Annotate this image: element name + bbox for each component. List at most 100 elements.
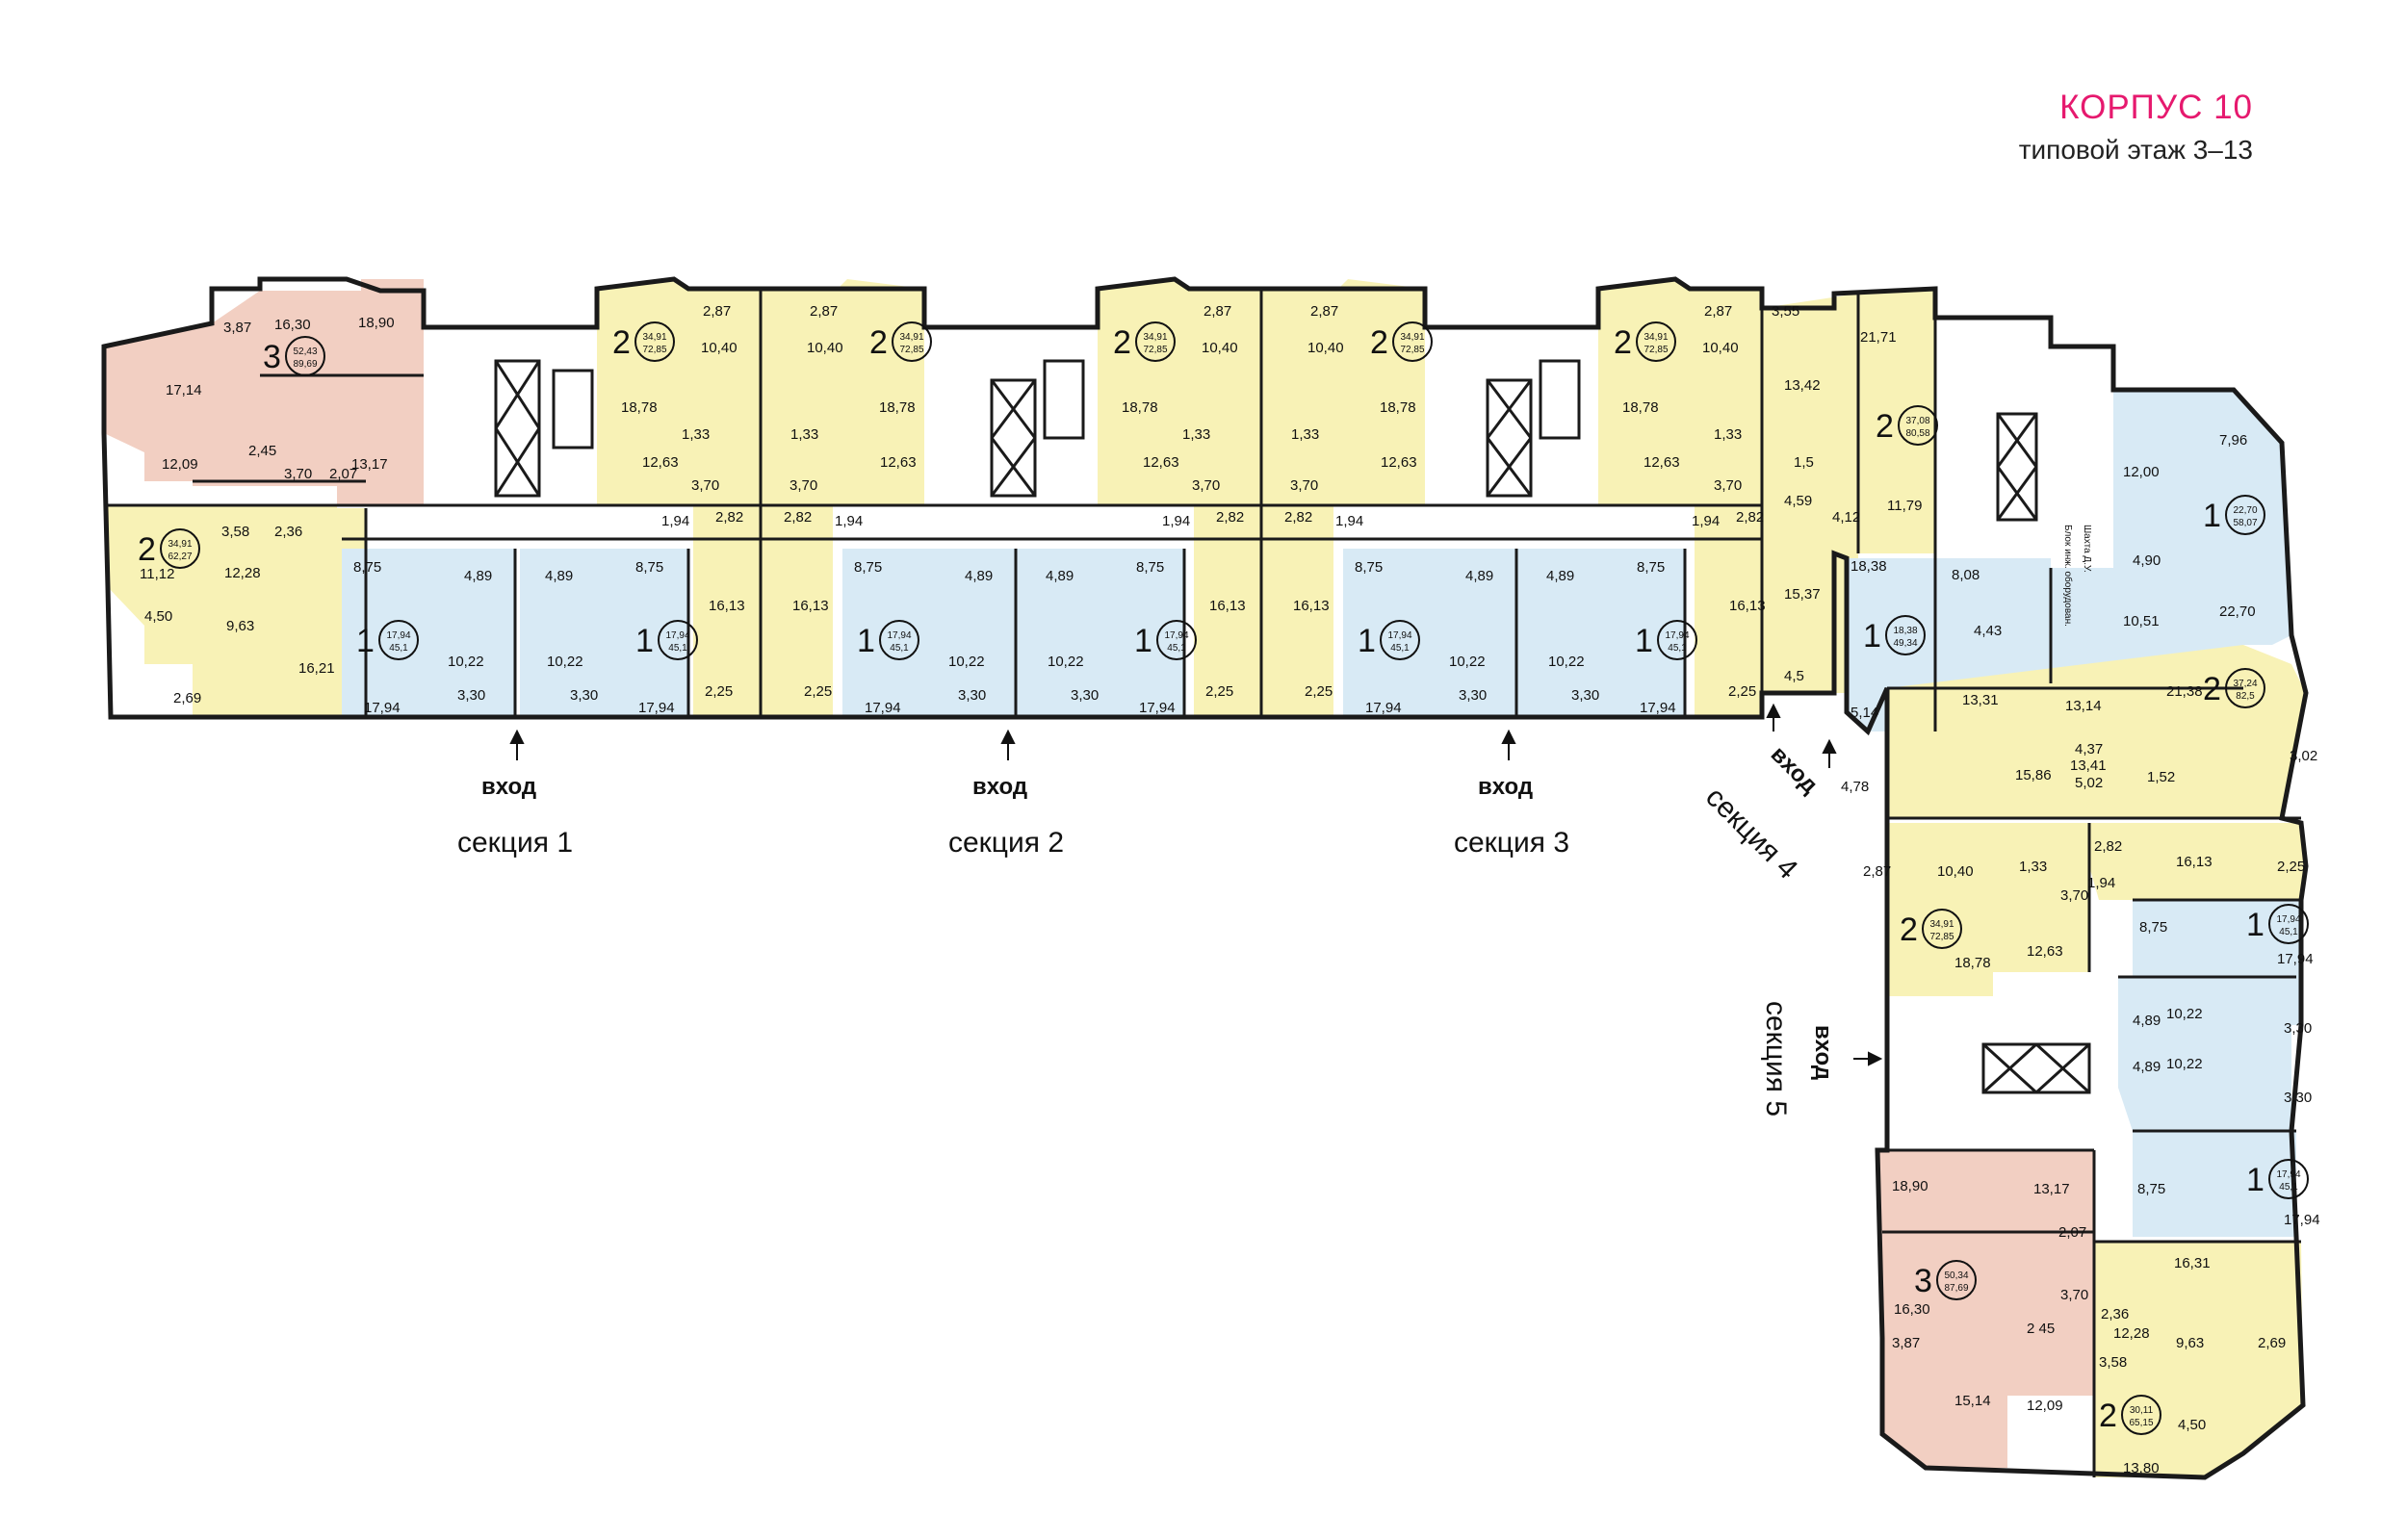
room-area-s1: 11,12 xyxy=(140,566,174,582)
apartment-living-area: 17,94 xyxy=(2276,1169,2300,1180)
room-area-s2: 16,13 xyxy=(1293,598,1330,614)
apartment-area-ring xyxy=(1898,405,1938,446)
room-area-s5: 3,58 xyxy=(2099,1354,2127,1371)
room-area-s1: 3,58 xyxy=(221,524,249,540)
room-area-s5: 10,22 xyxy=(2166,1006,2203,1022)
room-area-s3: 10,22 xyxy=(1548,654,1585,670)
apartment-total-area: 45,1 xyxy=(668,643,687,654)
room-area-s1: 17,94 xyxy=(364,700,401,716)
room-area-s1: 1,94 xyxy=(661,513,689,529)
room-area-s5: 9,63 xyxy=(2176,1335,2204,1351)
apt-s1-2room-west-fill xyxy=(108,505,366,717)
apartment-area-ring xyxy=(1135,321,1176,362)
room-area-s4: 5,02 xyxy=(2075,775,2103,791)
apartment-total-area: 72,85 xyxy=(1643,345,1668,355)
room-area-s4: 3,55 xyxy=(1772,303,1799,320)
room-area-s1: 17,94 xyxy=(638,700,675,716)
room-area-s4: 13,42 xyxy=(1784,377,1821,394)
apartment-total-area: 72,85 xyxy=(899,345,923,355)
room-area-s2: 18,78 xyxy=(1380,399,1416,416)
room-area-s3: 4,89 xyxy=(1546,568,1574,584)
room-area-s4: 8,08 xyxy=(1952,567,1980,583)
apartment-room-count: 2 xyxy=(1113,324,1131,361)
room-area-s1: 10,22 xyxy=(547,654,583,670)
room-area-s1: 3,30 xyxy=(457,687,485,704)
room-area-s4: 4,59 xyxy=(1784,493,1812,509)
apartment-living-area: 17,94 xyxy=(1387,630,1411,641)
room-area-s3: 1,33 xyxy=(1714,426,1742,443)
apartment-room-count: 2 xyxy=(138,531,156,568)
entrance-label-s2: вход xyxy=(972,774,1027,800)
room-area-s3: 4,89 xyxy=(1465,568,1493,584)
room-area-s5: 3,87 xyxy=(1892,1335,1920,1351)
apartment-room-count: 3 xyxy=(1914,1263,1932,1299)
section-label-s5: секция 5 xyxy=(1760,1001,1792,1116)
apt-s1-2room-left-fill xyxy=(597,279,761,717)
apt-s5-2room-top-fill xyxy=(1887,823,2089,996)
room-area-s1: 4,50 xyxy=(144,608,172,625)
room-area-s2: 17,94 xyxy=(865,700,901,716)
room-area-s3: 16,13 xyxy=(1729,598,1766,614)
apartment-area-ring xyxy=(2225,668,2265,708)
apartment-total-area: 72,85 xyxy=(1143,345,1167,355)
room-area-s5: 16,13 xyxy=(2176,854,2213,870)
apartment-room-count: 1 xyxy=(1863,618,1881,654)
room-area-s1: 12,28 xyxy=(224,565,261,581)
room-area-s2: 10,40 xyxy=(1307,340,1344,356)
apartment-room-count: 2 xyxy=(1614,324,1632,361)
room-area-s1: 13,17 xyxy=(351,456,388,473)
room-area-s5: 2,82 xyxy=(2094,838,2122,855)
room-area-s1: 16,30 xyxy=(274,317,311,333)
apartment-area-ring xyxy=(2268,1159,2309,1199)
room-area-s4: 7,96 xyxy=(2219,432,2247,449)
apartment-total-area: 45,1 xyxy=(1668,643,1687,654)
room-area-s4: 4,37 xyxy=(2075,741,2103,757)
section-label-s4: секция 4 xyxy=(1699,782,1803,886)
apartment-area-ring xyxy=(160,528,200,569)
apartment-room-count: 1 xyxy=(2246,1162,2265,1198)
room-area-s5: 10,22 xyxy=(2166,1056,2203,1072)
apartment-living-area: 37,24 xyxy=(2233,679,2257,689)
room-area-s1: 9,63 xyxy=(226,618,254,634)
apartment-fills xyxy=(104,279,2306,1477)
room-area-s2: 2,87 xyxy=(1204,303,1231,320)
walls xyxy=(101,276,2309,1480)
apt-s3-2room-fill xyxy=(1598,279,1762,717)
room-area-s1: 2,45 xyxy=(248,443,276,459)
room-area-s5: 12,63 xyxy=(2027,943,2063,960)
room-area-s3: 8,75 xyxy=(1355,559,1383,576)
apartment-living-area: 17,94 xyxy=(887,630,911,641)
apt-s2-1room-left-fill xyxy=(842,549,1016,717)
room-area-s3: 3,70 xyxy=(1714,477,1742,494)
apartment-area-ring xyxy=(879,620,919,660)
interior-walls xyxy=(108,289,2301,1477)
room-area-s2: 12,63 xyxy=(1143,454,1179,471)
apartment-living-area: 34,91 xyxy=(168,539,192,550)
entrance-label-s5: вход xyxy=(1810,1025,1836,1080)
utility-block-label: Блок инж. оборудован. xyxy=(2062,525,2074,627)
room-area-s2: 1,94 xyxy=(1162,513,1190,529)
apartment-living-area: 34,91 xyxy=(1400,332,1424,343)
entrance-label-s3: вход xyxy=(1478,774,1533,800)
room-area-s5: 18,78 xyxy=(1954,955,1991,971)
room-area-s5: 8,75 xyxy=(2137,1181,2165,1197)
apartment-living-area: 30,11 xyxy=(2130,1405,2154,1416)
room-area-s4: 11,79 xyxy=(1887,498,1922,514)
apartment-room-count: 2 xyxy=(2203,671,2221,707)
room-area-s4: 4,43 xyxy=(1974,623,2002,639)
apartment-room-count: 1 xyxy=(1134,623,1152,659)
room-area-s3: 10,40 xyxy=(1702,340,1739,356)
apartment-room-count: 1 xyxy=(356,623,375,659)
